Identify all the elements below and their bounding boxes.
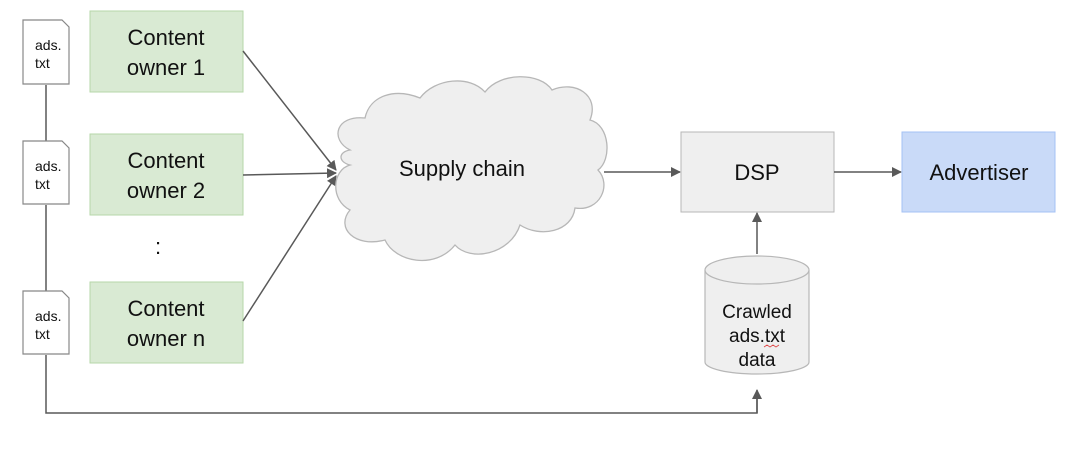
spellcheck-underline (763, 344, 780, 348)
owner-label-line2: owner n (127, 326, 205, 351)
owner-label-line1: Content (127, 148, 204, 173)
owner-label-line1: Content (127, 296, 204, 321)
supply-chain-label: Supply chain (399, 156, 525, 181)
ellipsis-marker: : (155, 234, 161, 259)
file-label-line2: txt (35, 326, 50, 342)
file-label-line2: txt (35, 55, 50, 71)
dsp-label: DSP (734, 160, 779, 185)
arrow-owner2-to-supply (242, 168, 337, 179)
owner-label-line2: owner 1 (127, 55, 205, 80)
arrow-ownern-to-supply (242, 175, 337, 322)
ads-txt-file-2: ads. txt (22, 140, 70, 205)
dsp-box: DSP (680, 131, 835, 213)
advertiser-label: Advertiser (929, 160, 1028, 185)
owner-label-line2: owner 2 (127, 178, 205, 203)
content-owner-2: Content owner 2 (89, 133, 244, 216)
ads-txt-file-1: ads. txt (22, 19, 70, 85)
file-label-line2: txt (35, 176, 50, 192)
ads-txt-file-n: ads. txt (22, 290, 70, 355)
content-owner-n: Content owner n (89, 281, 244, 364)
db-label-line3: data (739, 350, 776, 371)
file-label-line1: ads. (35, 308, 61, 324)
db-label-line2: ads.txt (729, 326, 786, 347)
file-label-line1: ads. (35, 158, 61, 174)
crawled-data-database: Crawled ads.txt data (704, 255, 810, 375)
content-owner-1: Content owner 1 (89, 10, 244, 93)
file-label-line1: ads. (35, 37, 61, 53)
arrow-owner1-to-supply (242, 50, 337, 171)
db-label-line1: Crawled (722, 302, 792, 323)
owner-label-line1: Content (127, 25, 204, 50)
advertiser-box: Advertiser (901, 131, 1056, 213)
supply-chain-cloud: Supply chain (335, 76, 608, 262)
